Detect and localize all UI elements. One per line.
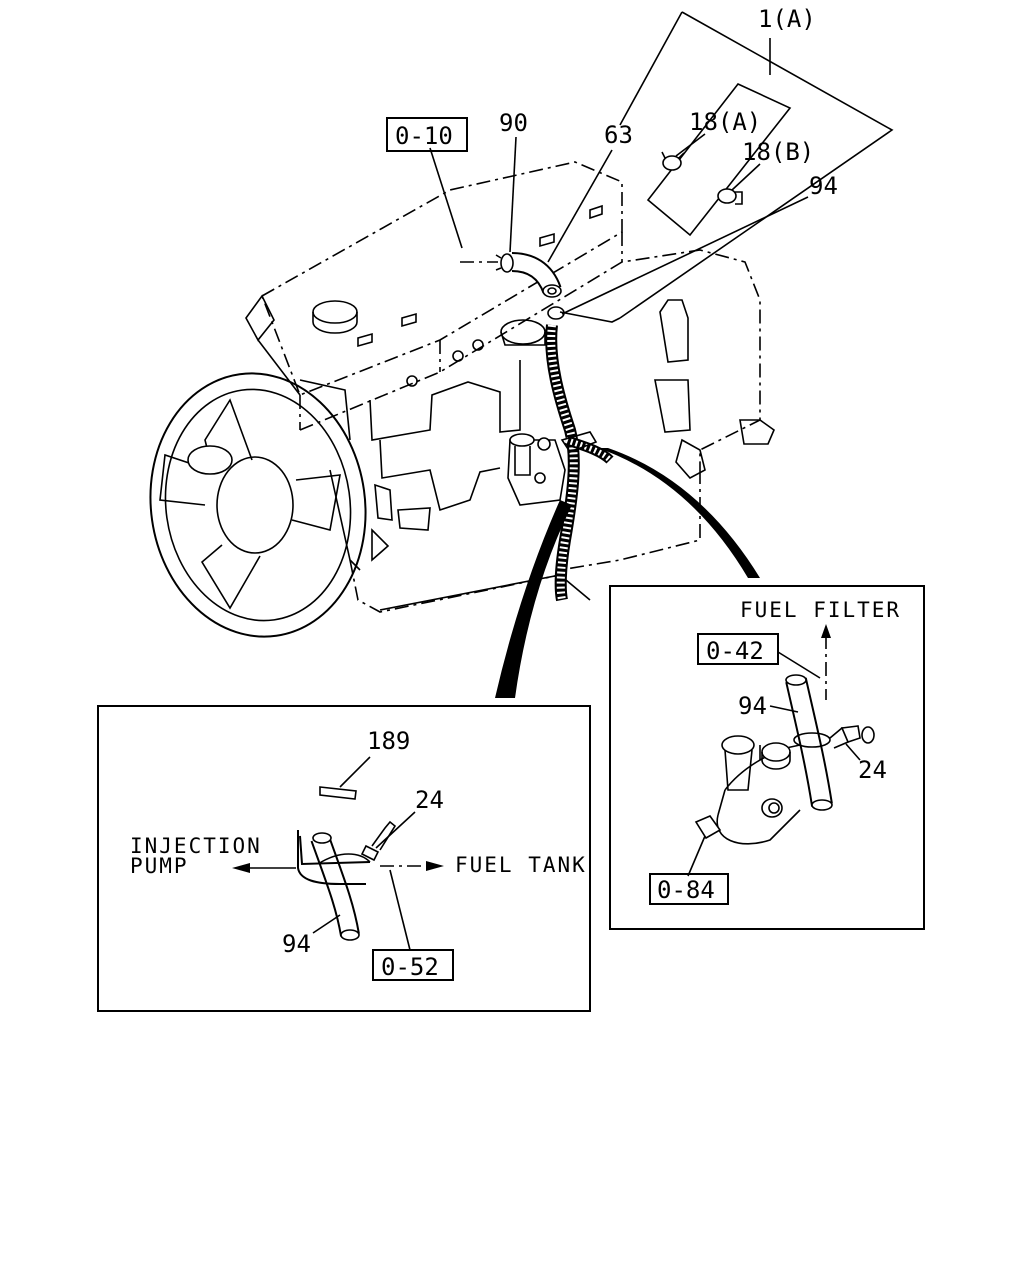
fuel-hose-assembly xyxy=(460,252,614,602)
clip-18a-icon xyxy=(661,133,706,171)
ref-box-0-10 xyxy=(386,117,468,152)
callout-18a: 18(A) xyxy=(689,108,761,136)
ref-box-0-84 xyxy=(649,873,729,905)
filter-head xyxy=(507,433,566,506)
ref-box-0-52 xyxy=(372,949,454,981)
callout-94-right: 94 xyxy=(738,692,767,720)
callout-63: 63 xyxy=(604,121,633,149)
callout-90: 90 xyxy=(499,109,528,137)
callout-1a-bracket xyxy=(559,11,894,323)
cooling-fan xyxy=(149,372,367,638)
callout-18b: 18(B) xyxy=(742,138,814,166)
leader-band-right xyxy=(598,448,760,578)
label-fuel-tank: FUEL TANK xyxy=(455,853,587,877)
callout-24-left: 24 xyxy=(415,786,444,814)
leader-band-left xyxy=(495,500,572,698)
label-fuel-filter: FUEL FILTER xyxy=(740,598,901,622)
label-injection-pump-2: PUMP xyxy=(130,854,189,878)
clip-18b-icon xyxy=(717,163,761,205)
callout-94-left: 94 xyxy=(282,930,311,958)
label-injection-pump-1: INJECTION xyxy=(130,834,262,858)
ref-0-10: 0-10 xyxy=(395,122,453,150)
ref-0-84: 0-84 xyxy=(657,876,715,904)
ref-box-0-42 xyxy=(697,633,779,665)
detail-view-right: FUEL FILTER 0-42 94 24 0-84 xyxy=(609,585,925,930)
ref-0-52: 0-52 xyxy=(381,953,439,981)
callout-94-main: 94 xyxy=(809,172,838,200)
detail-view-left: 189 24 INJECTION PUMP FUEL TANK 94 0-52 xyxy=(97,705,591,1012)
engine-illustration xyxy=(149,161,775,638)
cover-studs xyxy=(357,204,603,387)
callout-1a: 1(A) xyxy=(758,5,816,33)
ref-0-42: 0-42 xyxy=(706,637,764,665)
callout-24-right: 24 xyxy=(858,756,887,784)
callout-189: 189 xyxy=(367,727,410,755)
